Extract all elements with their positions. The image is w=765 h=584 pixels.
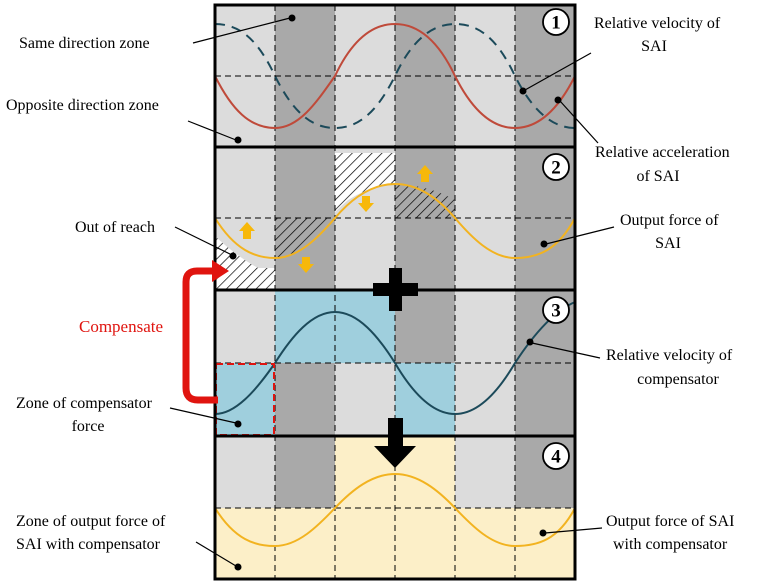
up-arrow-icon (239, 222, 255, 239)
panel-number-circle (542, 153, 570, 181)
out-of-reach-hatch (215, 153, 455, 289)
label-relative-velocity-comp-line2: compensator (637, 371, 719, 388)
arrow-down-icon (374, 418, 416, 468)
compensate-arrow (182, 260, 229, 404)
label-zone-comp-force-line1: Zone of compensator (16, 395, 153, 412)
label-output-force-sai-line2: SAI (655, 235, 681, 252)
label-compensate: Compensate (79, 317, 163, 336)
label-relative-velocity-comp-line1: Relative velocity of (606, 347, 733, 364)
label-output-force-comp-line1: Output force of SAI (606, 513, 734, 530)
label-zone-comp-force-line2: force (72, 418, 105, 435)
force-direction-arrows (239, 165, 433, 273)
label-zone-output-force-line2: SAI with compensator (16, 536, 161, 553)
hatch-region-left (215, 236, 275, 289)
hatch-region-mid (275, 218, 335, 258)
down-arrow-icon (298, 257, 314, 273)
panel-number-circle (542, 442, 570, 470)
plus-icon (373, 268, 418, 311)
hatch-region-top (335, 153, 395, 212)
panel-number-4: 4 (551, 447, 561, 468)
label-zone-output-force-line1: Zone of output force of (16, 513, 166, 530)
column-dark-3 (515, 5, 575, 579)
compensate-arrowhead-icon (212, 260, 229, 282)
label-opposite-direction-zone: Opposite direction zone (6, 97, 159, 114)
down-arrow-icon (358, 196, 374, 212)
panel-number-circle (542, 8, 570, 36)
label-out-of-reach: Out of reach (75, 219, 155, 236)
annotations: Same direction zone Opposite direction z… (6, 15, 734, 553)
panel-number-2: 2 (551, 158, 561, 179)
relative-acceleration-curve (214, 22, 576, 130)
compensate-arrow-path (182, 267, 218, 404)
label-relative-velocity-sai-line2: SAI (641, 38, 667, 55)
label-output-force-sai-line1: Output force of (620, 212, 719, 229)
up-arrow-icon (417, 165, 433, 182)
panel-numbers: 1 2 3 4 (542, 8, 570, 470)
panel-number-1: 1 (551, 13, 561, 34)
compensator-zone-bottom (395, 363, 455, 436)
label-output-force-comp-line2: with compensator (613, 536, 728, 553)
label-relative-acceleration-line2: of SAI (636, 168, 679, 185)
label-same-direction-zone: Same direction zone (19, 35, 150, 52)
label-relative-acceleration-line1: Relative acceleration (595, 144, 730, 161)
label-relative-velocity-sai-line1: Relative velocity of (594, 15, 721, 32)
column-light-3 (455, 5, 515, 579)
leader-lines (169, 14, 615, 571)
panel-number-3: 3 (551, 301, 561, 322)
combined-force-curve (214, 472, 576, 548)
output-force-curve (214, 182, 576, 260)
panel-number-circle (542, 296, 570, 324)
panel-1-curves (214, 22, 576, 130)
hatch-region-top-right (395, 184, 455, 218)
compensator-zones (215, 290, 455, 436)
column-light-1 (215, 5, 275, 579)
column-backgrounds (215, 5, 575, 579)
